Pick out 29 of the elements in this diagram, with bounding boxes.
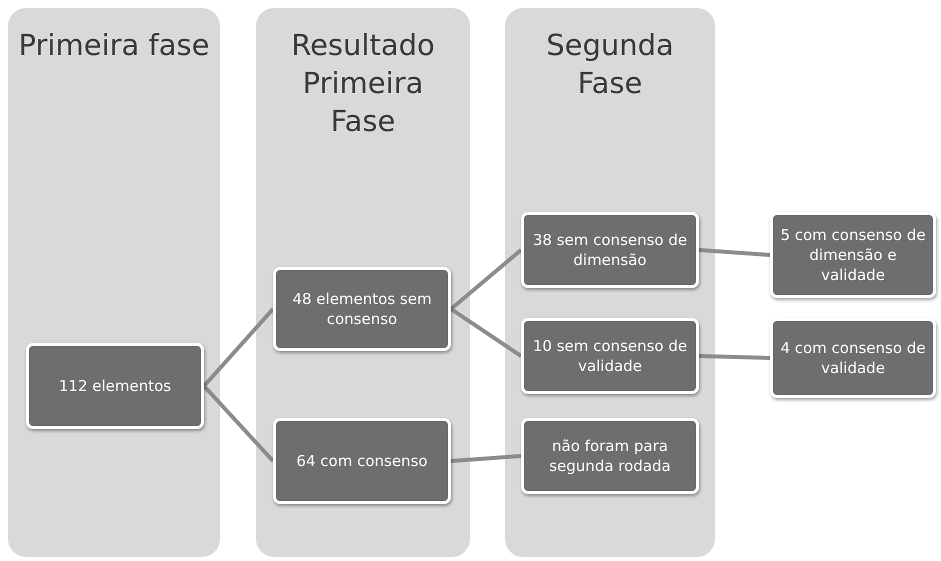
- step-box: [770, 212, 936, 298]
- step-box: [521, 418, 699, 494]
- column-heading: Primeira fase: [18, 27, 210, 64]
- step-box: [273, 418, 451, 504]
- step-box: [521, 212, 699, 288]
- column-heading: Segunda Fase: [545, 27, 675, 102]
- step-box: [273, 267, 451, 351]
- step-text: 112 elementos: [58, 376, 172, 396]
- step-text: 48 elementos sem consenso: [291, 289, 433, 329]
- step-text: não foram para segunda rodada: [548, 436, 672, 476]
- step-box: [26, 343, 204, 429]
- connector-line: [450, 307, 522, 358]
- step-text: 10 sem consenso de validade: [532, 336, 688, 376]
- step-box: [521, 318, 699, 394]
- phase-column: [505, 8, 715, 557]
- column-heading: Resultado Primeira Fase: [290, 27, 436, 140]
- step-text: 38 sem consenso de dimensão: [532, 230, 688, 270]
- phase-column: [8, 8, 220, 557]
- connector-line: [202, 308, 274, 388]
- connector-line: [202, 384, 274, 462]
- step-text: 4 com consenso de validade: [779, 338, 927, 378]
- connector-line: [698, 248, 770, 257]
- step-text: 5 com consenso de dimensão e validade: [779, 225, 927, 285]
- connector-line: [450, 248, 522, 311]
- connector-line: [450, 454, 522, 463]
- step-text: 64 com consenso: [295, 451, 429, 471]
- phase-column: [256, 8, 470, 557]
- connector-line: [698, 354, 770, 360]
- step-box: [770, 318, 936, 398]
